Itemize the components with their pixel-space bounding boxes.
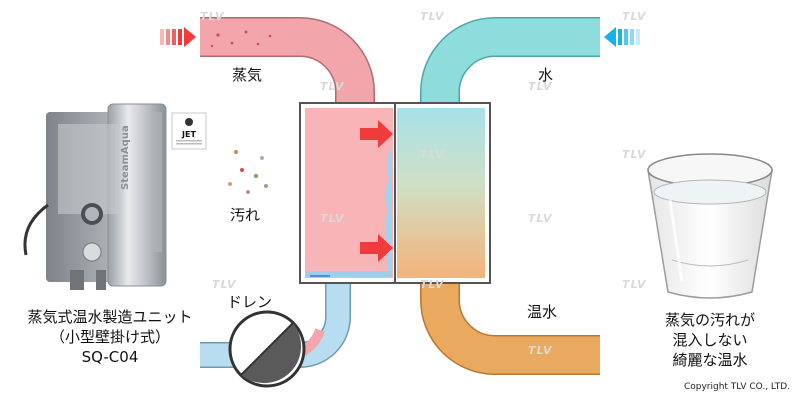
hot-water-label: 温水 bbox=[527, 303, 558, 321]
product-caption-line: （小型壁掛け式） bbox=[49, 328, 170, 346]
hot-water-pipe-fill bbox=[421, 270, 600, 374]
result-caption-line: 混入しない bbox=[672, 331, 748, 349]
dirt-particles bbox=[228, 150, 268, 194]
product-caption: 蒸気式温水製造ユニット （小型壁掛け式） SQ-C04 bbox=[10, 307, 210, 367]
condensate-film bbox=[385, 150, 392, 276]
result-caption-line: 綺麗な温水 bbox=[672, 351, 748, 369]
watermark: TLV bbox=[420, 278, 445, 291]
product-caption-line: SQ-C04 bbox=[81, 348, 139, 366]
glass-cup-icon bbox=[647, 153, 773, 299]
watermark: TLV bbox=[528, 344, 553, 357]
watermark: TLV bbox=[320, 212, 345, 225]
watermark: TLV bbox=[420, 10, 445, 23]
watermark: TLV bbox=[420, 148, 445, 161]
product-unit-image: SteamAqua bbox=[23, 103, 167, 290]
steam-inlet-arrow-icon bbox=[160, 27, 196, 47]
water-inlet-arrow-icon bbox=[604, 27, 640, 47]
result-caption-line: 蒸気の汚れが bbox=[664, 311, 755, 329]
copyright-notice: Copyright TLV CO., LTD. bbox=[683, 382, 790, 392]
heat-transfer-arrow-icon bbox=[360, 120, 393, 262]
jet-badge-text: JET bbox=[181, 130, 196, 139]
product-caption-line: 蒸気式温水製造ユニット bbox=[27, 308, 193, 326]
result-caption: 蒸気の汚れが 混入しない 綺麗な温水 bbox=[640, 310, 780, 370]
water-label: 水 bbox=[538, 66, 554, 84]
jet-certification-badge: JET bbox=[171, 112, 207, 150]
water-chamber bbox=[397, 108, 485, 278]
product-brand: SteamAqua bbox=[120, 125, 131, 190]
watermark: TLV bbox=[200, 10, 225, 23]
drain-valve-icon bbox=[228, 310, 306, 388]
watermark: TLV bbox=[622, 10, 647, 23]
watermark: TLV bbox=[212, 278, 237, 291]
watermark: TLV bbox=[528, 80, 553, 93]
water-pipe-fill bbox=[421, 18, 600, 120]
condensate-pool bbox=[306, 271, 392, 277]
watermark: TLV bbox=[528, 212, 553, 225]
drain-label: ドレン bbox=[227, 293, 273, 311]
watermark: TLV bbox=[622, 148, 647, 161]
steam-pipe-fill bbox=[200, 18, 374, 120]
steam-dirt-specks bbox=[210, 30, 272, 48]
watermark: TLV bbox=[320, 80, 345, 93]
dirt-label: 汚れ bbox=[230, 206, 261, 224]
steam-label: 蒸気 bbox=[232, 66, 263, 84]
watermark: TLV bbox=[622, 278, 647, 291]
